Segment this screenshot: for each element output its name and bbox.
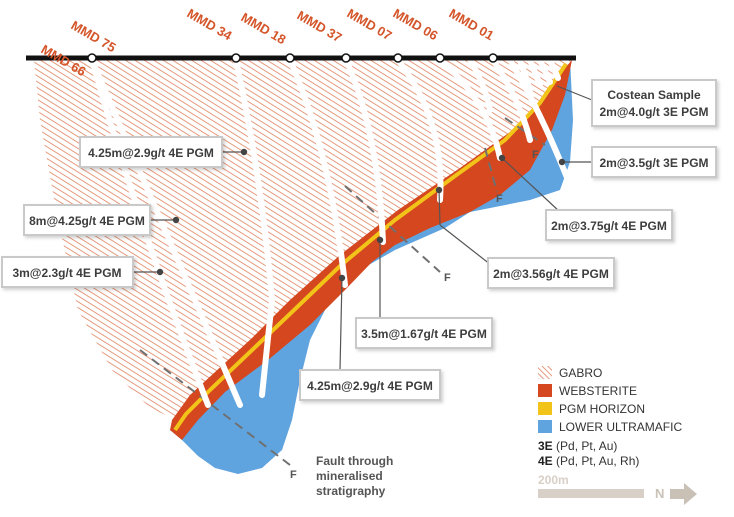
fault-line <box>484 147 498 193</box>
collar-marker <box>393 53 403 63</box>
fault-label: F <box>290 469 297 481</box>
faults <box>139 117 546 466</box>
fault-label: F <box>496 193 503 205</box>
callout-text: 2m@3.56g/t 4E PGM <box>493 267 609 281</box>
drill-trace-short <box>537 57 553 85</box>
drill-trace-mmd-06 <box>437 57 503 161</box>
collar-marker <box>341 53 351 63</box>
north-arrow-icon <box>670 483 697 505</box>
collar-marker <box>87 53 97 63</box>
drill-trace-mmd-18 <box>287 57 348 288</box>
hole-label-mmd-75: MMD 75 <box>69 18 119 56</box>
callout-text-line2: 2m@4.0g/t 3E PGM <box>599 105 708 119</box>
scale-bar-rect <box>538 489 644 498</box>
collar-marker <box>488 53 498 63</box>
drill-trace-mmd-34 <box>233 57 276 398</box>
drill-trace-short <box>517 57 533 93</box>
drill-trace-mmd-75 <box>89 57 243 408</box>
callout-4-25m-2-9-upper: 4.25m@2.9g/t 4E PGM <box>79 136 223 168</box>
hole-label-mmd-01: MMD 01 <box>447 6 497 44</box>
collar-marker <box>231 53 241 63</box>
legend-label-lower-ultramafic: LOWER ULTRAMAFIC <box>559 420 682 434</box>
legend-note-3e: 3E (Pd, Pt, Au) <box>538 439 617 453</box>
callout-8m-4-25: 8m@4.25g/t 4E PGM <box>23 204 151 236</box>
callout-text: 3.5m@1.67g/t 4E PGM <box>361 327 487 341</box>
legend-note-4e: 4E (Pd, Pt, Au, Rh) <box>538 454 639 468</box>
fault-label: F <box>532 149 539 161</box>
callout-4-25m-2-9-lower: 4.25m@2.9g/t 4E PGM <box>299 369 441 401</box>
legend-swatch-gabbro <box>538 366 552 379</box>
collar-marker <box>435 53 445 63</box>
legend-swatch-pgm-horizon <box>538 402 552 415</box>
websterite-band <box>170 60 572 440</box>
callout-leaders <box>133 85 593 371</box>
callout-3m-2-3: 3m@2.3g/t 4E PGM <box>1 256 134 288</box>
legend: GABRO WEBSTERITE PGM HORIZON LOWER ULTRA… <box>538 366 682 468</box>
drill-trace-mmd-37 <box>343 57 386 245</box>
legend-label-websterite: WEBSTERITE <box>559 384 637 398</box>
callout-text: 8m@4.25g/t 4E PGM <box>29 214 145 228</box>
callout-text: 3m@2.3g/t 4E PGM <box>12 266 121 280</box>
collar-markers <box>87 53 498 63</box>
callout-2m-3-56: 2m@3.56g/t 4E PGM <box>487 257 615 289</box>
callout-text: 4.25m@2.9g/t 4E PGM <box>88 146 214 160</box>
svg-text:stratigraphy: stratigraphy <box>316 484 386 498</box>
callout-text: 4.25m@2.9g/t 4E PGM <box>307 379 433 393</box>
fault-note: Fault through mineralised stratigraphy <box>316 454 393 498</box>
svg-text:Fault through: Fault through <box>316 454 393 468</box>
drill-trace-mmd-07 <box>395 57 444 203</box>
fault-line <box>344 185 441 273</box>
hole-label-mmd-18: MMD 18 <box>239 10 289 48</box>
fault-line <box>504 117 546 146</box>
hole-label-mmd-06: MMD 06 <box>391 6 441 44</box>
drill-trace-mmd-01 <box>490 57 533 143</box>
callout-2m-3-75: 2m@3.75g/t 4E PGM <box>545 209 673 241</box>
hole-label-mmd-37: MMD 37 <box>295 8 345 46</box>
north-label: N <box>655 486 664 501</box>
fault-line <box>139 349 291 466</box>
legend-label-pgm-horizon: PGM HORIZON <box>559 402 645 416</box>
collar-marker <box>285 53 295 63</box>
legend-label-gabbro: GABRO <box>559 366 602 380</box>
scale-label: 200m <box>538 473 569 487</box>
callout-2m-3-5: 2m@3.5g/t 3E PGM <box>591 146 717 178</box>
fault-label: F <box>444 272 451 284</box>
scale-bar: 200m N <box>538 473 697 505</box>
callout-costean-sample: Costean Sample 2m@4.0g/t 3E PGM <box>591 79 717 127</box>
hole-label-mmd-34: MMD 34 <box>185 6 236 44</box>
legend-swatch-websterite <box>538 384 552 397</box>
drill-trace-short <box>527 57 543 88</box>
drill-trace-short <box>467 57 493 113</box>
lower-ultramafic-unit <box>170 58 573 474</box>
legend-swatch-lower-ultramafic <box>538 420 552 433</box>
callout-text: 2m@3.5g/t 3E PGM <box>599 156 708 170</box>
callout-3-5m-1-67: 3.5m@1.67g/t 4E PGM <box>355 317 493 349</box>
hole-label-mmd-07: MMD 07 <box>345 6 395 44</box>
callout-text: 2m@3.75g/t 4E PGM <box>551 219 667 233</box>
callout-text-line1: Costean Sample <box>607 88 701 102</box>
drill-trace-short <box>547 57 561 81</box>
svg-text:mineralised: mineralised <box>316 469 383 483</box>
